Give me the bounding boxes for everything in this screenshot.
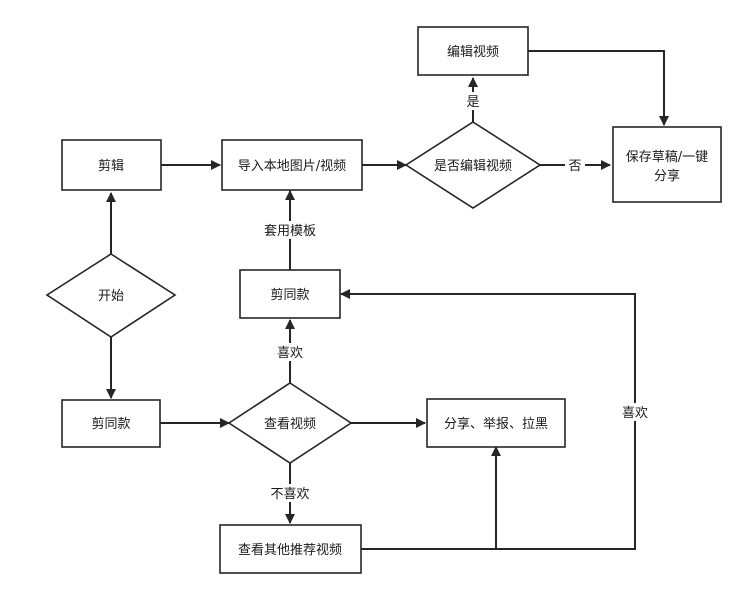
node-save-share-line1: 保存草稿/一键	[626, 149, 708, 165]
node-edit-video-label: 编辑视频	[447, 45, 499, 60]
edge-label-yes: 是	[466, 95, 479, 110]
node-watch-other-label: 查看其他推荐视频	[238, 542, 342, 558]
node-save-share-line2: 分享	[654, 168, 680, 184]
node-share-report-label: 分享、举报、拉黑	[444, 416, 548, 432]
edge-edit-to-save	[528, 50, 669, 126]
node-watch-other: 查看其他推荐视频	[219, 524, 362, 574]
edge-other-to-share	[361, 446, 501, 550]
node-is-edit-decision: 是否编辑视频	[404, 121, 542, 209]
node-save-share: 保存草稿/一键 分享	[612, 126, 722, 203]
node-clip: 剪辑	[61, 139, 162, 191]
node-same-style-left-label: 剪同款	[91, 416, 130, 432]
node-same-style-left: 剪同款	[61, 399, 161, 448]
node-same-style-top-label: 剪同款	[270, 287, 309, 303]
node-import-label: 导入本地图片/视频	[238, 159, 346, 174]
edge-label-like-right: 喜欢	[622, 406, 648, 421]
node-edit-video: 编辑视频	[417, 26, 529, 76]
edge-label-apply-template: 套用模板	[264, 223, 316, 239]
node-clip-label: 剪辑	[98, 158, 124, 174]
node-watch-decision: 查看视频	[227, 382, 353, 464]
node-share-report: 分享、举报、拉黑	[426, 398, 566, 448]
node-import: 导入本地图片/视频	[221, 139, 363, 191]
edge-other-like	[340, 289, 636, 550]
edge-label-no: 否	[568, 159, 581, 174]
node-watch-label: 查看视频	[264, 416, 316, 432]
node-start-label: 开始	[98, 289, 124, 304]
node-start: 开始	[45, 253, 177, 338]
edge-label-like: 喜欢	[277, 346, 303, 361]
node-is-edit-label: 是否编辑视频	[434, 159, 512, 174]
edge-label-dislike: 不喜欢	[270, 487, 309, 502]
node-same-style-top: 剪同款	[239, 269, 341, 319]
